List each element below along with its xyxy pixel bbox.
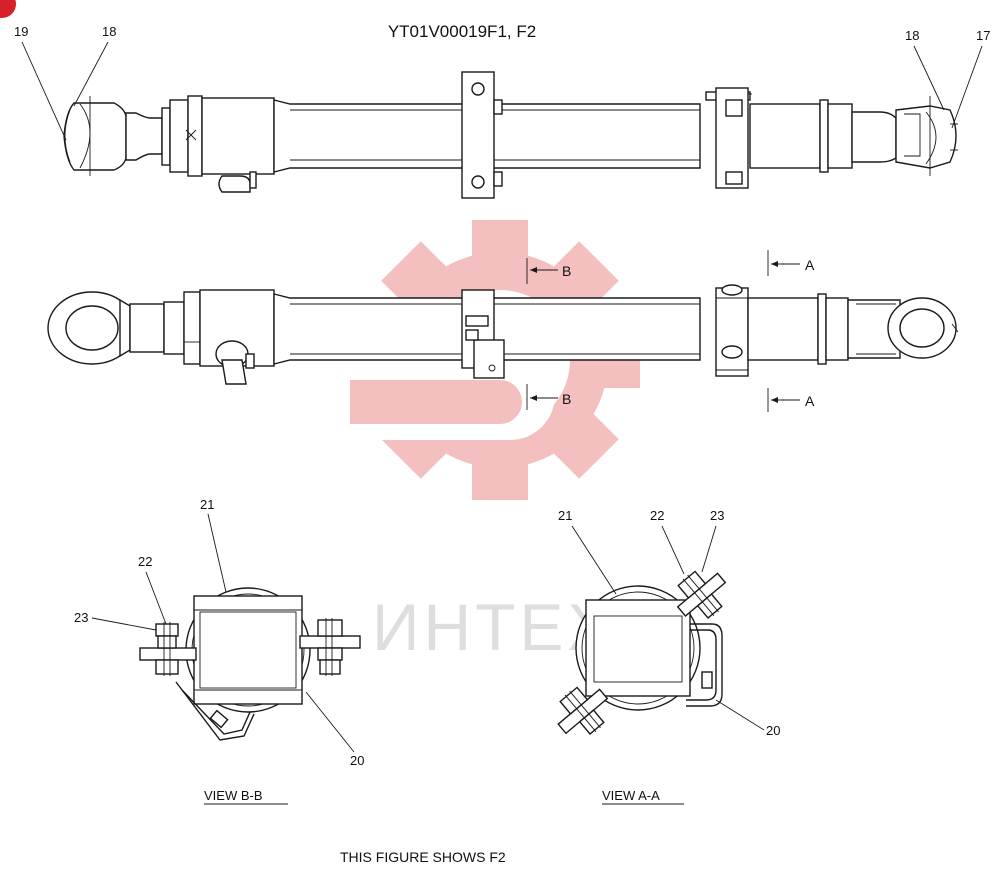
callout-18-left: 18: [102, 24, 116, 39]
bb-callout-22: 22: [138, 554, 152, 569]
callout-18-right: 18: [905, 28, 919, 43]
view-bb: [139, 587, 361, 741]
section-mark-b-top: B: [562, 263, 571, 279]
drawing-title: YT01V00019F1, F2: [388, 22, 536, 41]
aa-callout-23: 23: [710, 508, 724, 523]
watermark-text: ИНТЕХ: [372, 590, 615, 664]
callout-17: 17: [976, 28, 990, 43]
aa-callout-20: 20: [766, 723, 780, 738]
aa-callout-22: 22: [650, 508, 664, 523]
aa-callout-21: 21: [558, 508, 572, 523]
section-mark-a-top: A: [805, 257, 815, 273]
callout-19: 19: [14, 24, 28, 39]
section-mark-b-bottom: B: [562, 391, 571, 407]
view-aa-label: VIEW A-A: [602, 788, 660, 803]
bb-callout-21: 21: [200, 497, 214, 512]
section-marks: B B A A: [526, 250, 815, 412]
view-aa-callouts: 21 22 23 20: [558, 508, 780, 738]
figure-footer-note: THIS FIGURE SHOWS F2: [340, 849, 506, 865]
watermark-logo: ИНТЕХ: [350, 220, 640, 664]
section-mark-a-bottom: A: [805, 393, 815, 409]
view-bb-callouts: 21 22 23 20: [74, 497, 364, 768]
bb-callout-23: 23: [74, 610, 88, 625]
top-callouts: 19 18 18 17: [14, 24, 990, 141]
corner-badge: [0, 0, 16, 18]
view-aa: [557, 570, 727, 735]
view-bb-label: VIEW B-B: [204, 788, 263, 803]
bb-callout-20: 20: [350, 753, 364, 768]
cylinder-side-view: [63, 71, 958, 199]
cylinder-plan-view: [47, 284, 959, 385]
